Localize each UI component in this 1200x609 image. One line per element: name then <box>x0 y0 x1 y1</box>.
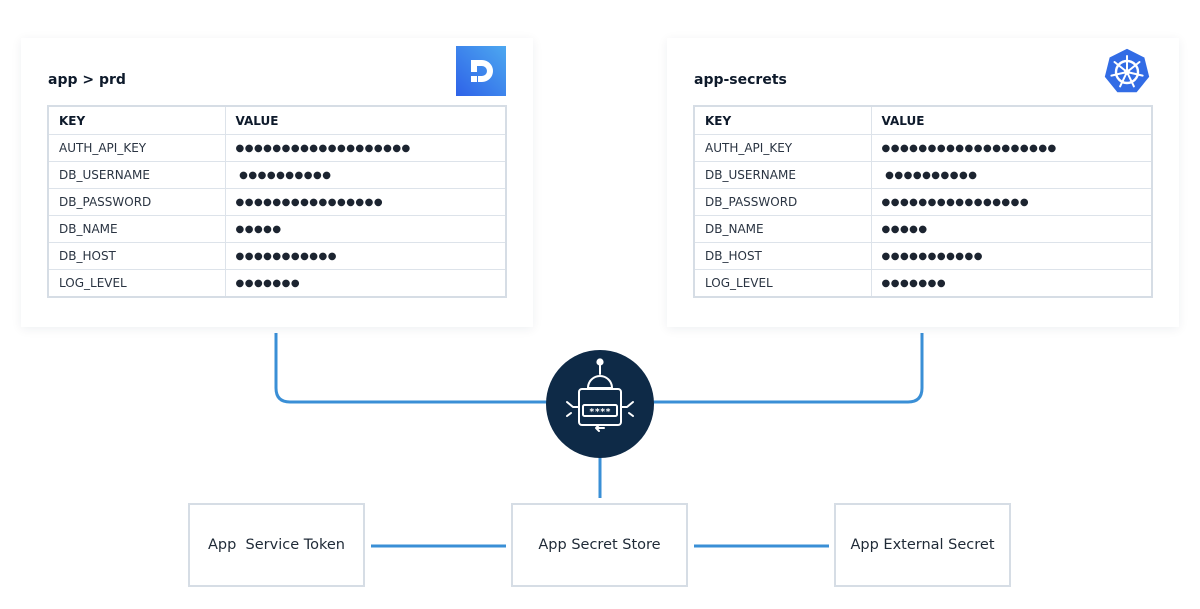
secret-key: DB_USERNAME <box>47 161 226 189</box>
table-row: DB_USERNAME ●●●●●●●●●● <box>47 161 507 189</box>
secret-value-masked: ●●●●●●●●●●● <box>224 242 507 270</box>
secret-value-masked: ●●●●● <box>224 215 507 243</box>
secret-key: AUTH_API_KEY <box>693 134 872 162</box>
table-row: DB_HOST ●●●●●●●●●●● <box>47 242 507 270</box>
secret-key: DB_USERNAME <box>693 161 872 189</box>
secret-value-masked: ●●●●●●● <box>870 269 1153 298</box>
value-column-header: VALUE <box>870 105 1153 135</box>
app-service-token-node: App Service Token <box>188 503 365 587</box>
card-title: app > prd <box>48 72 126 88</box>
secret-key: DB_PASSWORD <box>47 188 226 216</box>
table-row: DB_NAME ●●●●● <box>47 215 507 243</box>
table-row: DB_NAME ●●●●● <box>693 215 1153 243</box>
table-row: DB_USERNAME ●●●●●●●●●● <box>693 161 1153 189</box>
secret-value-masked: ●●●●●●●●●●●●●●●●●●● <box>224 134 507 162</box>
secret-value-masked: ●●●●●●● <box>224 269 507 298</box>
value-column-header: VALUE <box>224 105 507 135</box>
table-row: DB_PASSWORD ●●●●●●●●●●●●●●●● <box>693 188 1153 216</box>
kubernetes-secret-card: app-secrets KEY VALUE AUTH_API_KEY ●●●●●… <box>667 38 1179 327</box>
secret-value-masked: ●●●●●●●●●●●●●●●● <box>224 188 507 216</box>
secrets-table: KEY VALUE AUTH_API_KEY ●●●●●●●●●●●●●●●●●… <box>47 105 507 298</box>
table-row: DB_PASSWORD ●●●●●●●●●●●●●●●● <box>47 188 507 216</box>
table-row: AUTH_API_KEY ●●●●●●●●●●●●●●●●●●● <box>693 134 1153 162</box>
secret-value-masked: ●●●●●●●●●● <box>870 161 1153 189</box>
key-column-header: KEY <box>47 105 226 135</box>
secret-value-masked: ●●●●●●●●●●● <box>870 242 1153 270</box>
table-row: DB_HOST ●●●●●●●●●●● <box>693 242 1153 270</box>
secret-value-masked: ●●●●●●●●●● <box>224 161 507 189</box>
secret-key: DB_NAME <box>693 215 872 243</box>
masked-password-text: **** <box>589 408 611 418</box>
secrets-operator-robot-icon: **** <box>546 350 654 458</box>
secret-key: DB_HOST <box>47 242 226 270</box>
card-title: app-secrets <box>694 72 787 88</box>
key-column-header: KEY <box>693 105 872 135</box>
secret-key: LOG_LEVEL <box>47 269 226 298</box>
secret-key: DB_PASSWORD <box>693 188 872 216</box>
table-row: LOG_LEVEL ●●●●●●● <box>693 269 1153 298</box>
secrets-table: KEY VALUE AUTH_API_KEY ●●●●●●●●●●●●●●●●●… <box>693 105 1153 298</box>
secret-value-masked: ●●●●●●●●●●●●●●●● <box>870 188 1153 216</box>
table-row: LOG_LEVEL ●●●●●●● <box>47 269 507 298</box>
secret-key: AUTH_API_KEY <box>47 134 226 162</box>
connector-right-card-to-operator <box>652 333 924 404</box>
table-header-row: KEY VALUE <box>693 105 1153 135</box>
secret-value-masked: ●●●●●●●●●●●●●●●●●●● <box>870 134 1153 162</box>
table-header-row: KEY VALUE <box>47 105 507 135</box>
app-secret-store-node: App Secret Store <box>511 503 688 587</box>
secret-key: DB_HOST <box>693 242 872 270</box>
table-row: AUTH_API_KEY ●●●●●●●●●●●●●●●●●●● <box>47 134 507 162</box>
secret-value-masked: ●●●●● <box>870 215 1153 243</box>
connector-left-card-to-operator <box>274 333 548 404</box>
secret-key: LOG_LEVEL <box>693 269 872 298</box>
kubernetes-logo-icon <box>1103 47 1151 94</box>
doppler-logo-icon <box>456 46 506 96</box>
doppler-config-card: app > prd KEY VALUE AUTH_API_KEY ●●●●●●●… <box>21 38 533 327</box>
app-external-secret-node: App External Secret <box>834 503 1011 587</box>
secret-key: DB_NAME <box>47 215 226 243</box>
